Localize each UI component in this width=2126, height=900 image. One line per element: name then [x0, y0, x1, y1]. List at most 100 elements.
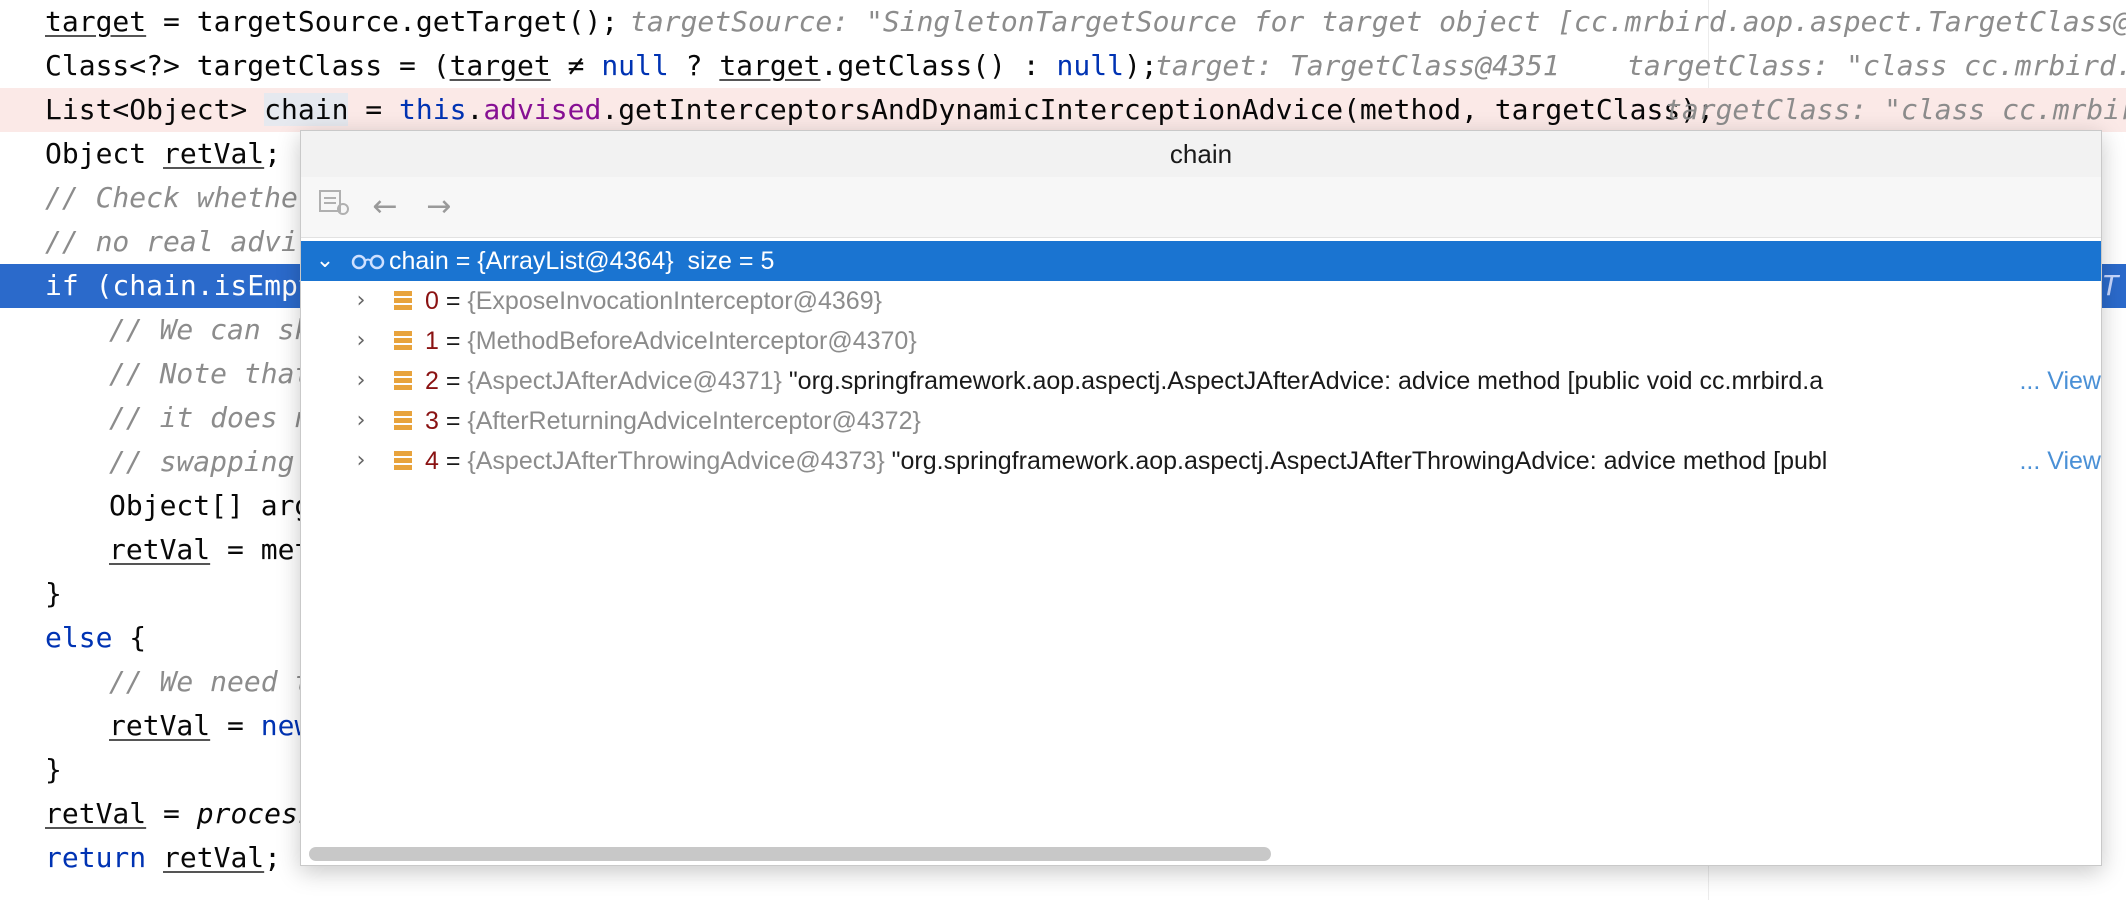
- field-icon: [394, 411, 412, 430]
- code-token: retVal: [163, 137, 265, 170]
- code-line[interactable]: }: [0, 748, 2126, 792]
- item-equals: =: [438, 327, 468, 355]
- code-token: return: [45, 841, 147, 874]
- inspect-popup[interactable]: chain ← → ⌄ chain = {ArrayList@4364} siz…: [300, 130, 2102, 866]
- code-token: chain: [264, 93, 349, 126]
- code-line[interactable]: Object[] arg: [0, 484, 2126, 528]
- tree-row-item[interactable]: › 0 = {ExposeInvocationInterceptor@4369}: [301, 281, 2101, 321]
- code-text: }: [0, 577, 62, 610]
- code-token: target: [449, 49, 551, 82]
- code-text: // We need t: [0, 665, 311, 698]
- code-text: // swapping: [0, 445, 294, 478]
- chevron-right-icon[interactable]: ›: [356, 288, 366, 313]
- code-token: =: [210, 709, 261, 742]
- code-token: .getInterceptorsAndDynamicInterceptionAd…: [601, 93, 1714, 126]
- code-line[interactable]: target = targetSource.getTarget(); target…: [0, 0, 2126, 44]
- variables-tree[interactable]: ⌄ chain = {ArrayList@4364} size = 5 › 0 =…: [301, 239, 2101, 839]
- view-link[interactable]: ... View: [2013, 441, 2101, 481]
- code-token: }: [45, 577, 62, 610]
- tree-row-item[interactable]: › 1 = {MethodBeforeAdviceInterceptor@4370…: [301, 321, 2101, 361]
- code-token: ;: [264, 841, 282, 874]
- code-text: // We can sk: [0, 313, 311, 346]
- code-line[interactable]: Class<?> targetClass = (target ≠ null ? …: [0, 44, 2126, 88]
- code-text: retVal = met: [0, 533, 311, 566]
- code-line[interactable]: return retVal;: [0, 836, 2126, 880]
- code-token: ?: [668, 49, 720, 82]
- item-reference: {AfterReturningAdviceInterceptor@4372}: [467, 407, 921, 435]
- code-token: // We need t: [109, 665, 312, 698]
- code-line[interactable]: else {: [0, 616, 2126, 660]
- code-line[interactable]: Object retVal;: [0, 132, 2126, 176]
- item-equals: =: [438, 287, 468, 315]
- code-text: // Check whether: [0, 181, 315, 214]
- code-line[interactable]: // Check whether: [0, 176, 2126, 220]
- code-token: // swapping: [109, 445, 295, 478]
- item-reference: {ExposeInvocationInterceptor@4369}: [467, 287, 882, 315]
- tree-row-root[interactable]: ⌄ chain = {ArrayList@4364} size = 5: [301, 241, 2101, 281]
- code-line[interactable]: // We need t: [0, 660, 2126, 704]
- object-glasses-icon: [351, 254, 385, 270]
- code-token: (chain.isEmpt: [78, 269, 315, 302]
- code-token: }: [45, 753, 62, 786]
- code-token: Class<?> targetClass = (: [45, 49, 450, 82]
- inline-debug-hint: target: TargetClass@4351 targetClass: "c…: [1155, 49, 2126, 82]
- code-token: );: [1123, 49, 1158, 82]
- code-line[interactable]: // it does n: [0, 396, 2126, 440]
- code-token: = met: [210, 533, 312, 566]
- tree-row-item[interactable]: › 2 = {AspectJAfterAdvice@4371} "org.spri…: [301, 361, 2101, 401]
- item-label: 0 = {ExposeInvocationInterceptor@4369}: [425, 281, 882, 321]
- code-token: [146, 841, 163, 874]
- forward-arrow-icon[interactable]: →: [426, 189, 452, 224]
- field-icon: [394, 291, 412, 310]
- code-text: // no real advic: [0, 225, 315, 258]
- code-token: List<Object>: [45, 93, 265, 126]
- code-token: if: [45, 269, 79, 302]
- code-line[interactable]: retVal = met: [0, 528, 2126, 572]
- code-line[interactable]: }: [0, 572, 2126, 616]
- item-label: 1 = {MethodBeforeAdviceInterceptor@4370}: [425, 321, 917, 361]
- code-token: = targetSource.getTarget();: [146, 5, 619, 38]
- code-token: retVal: [45, 797, 147, 830]
- code-token: target: [719, 49, 821, 82]
- tree-row-item[interactable]: ›4 = {AspectJAfterThrowingAdvice@4373} "…: [301, 441, 2101, 481]
- item-equals: =: [438, 407, 468, 435]
- chevron-right-icon[interactable]: ›: [356, 368, 366, 393]
- item-reference: {MethodBeforeAdviceInterceptor@4370}: [467, 327, 917, 355]
- item-index: 4: [425, 447, 439, 475]
- code-token: null: [1056, 49, 1124, 82]
- horizontal-scrollbar[interactable]: [301, 837, 2101, 865]
- code-token: null: [601, 49, 669, 82]
- code-token: // Check whether: [45, 181, 315, 214]
- code-token: =: [146, 797, 197, 830]
- popup-toolbar: ← →: [301, 177, 2101, 238]
- item-index: 1: [425, 327, 439, 355]
- root-label: chain = {ArrayList@4364} size = 5: [389, 247, 775, 275]
- chevron-down-icon[interactable]: ⌄: [315, 248, 335, 273]
- code-token: target: [45, 5, 147, 38]
- code-token: // Note that: [109, 357, 312, 390]
- chevron-right-icon[interactable]: ›: [356, 328, 366, 353]
- back-arrow-icon[interactable]: ←: [372, 189, 398, 224]
- view-link[interactable]: ... View: [2013, 361, 2101, 401]
- code-text: if (chain.isEmpt: [0, 269, 315, 302]
- field-icon: [394, 451, 412, 470]
- item-index: 2: [425, 367, 439, 395]
- code-token: retVal: [163, 841, 265, 874]
- code-line[interactable]: // swapping: [0, 440, 2126, 484]
- code-token: Object: [45, 137, 164, 170]
- show-object-icon[interactable]: [315, 187, 355, 227]
- code-token: .getClass() :: [820, 49, 1057, 82]
- code-line[interactable]: List<Object> chain = this.advised.getInt…: [0, 88, 2126, 132]
- chevron-right-icon[interactable]: ›: [356, 408, 366, 433]
- code-token: advised: [483, 93, 602, 126]
- code-token: // no real advic: [45, 225, 315, 258]
- code-token: retVal: [109, 533, 211, 566]
- scrollbar-thumb[interactable]: [309, 847, 1271, 861]
- code-token: this: [399, 93, 467, 126]
- code-line[interactable]: retVal = process: [0, 792, 2126, 836]
- chevron-right-icon[interactable]: ›: [356, 448, 366, 473]
- inline-debug-hint: targetSource: "SingletonTargetSource for…: [630, 5, 2126, 38]
- tree-row-item[interactable]: ›3 = {AfterReturningAdviceInterceptor@43…: [301, 401, 2101, 441]
- item-label: 2 = {AspectJAfterAdvice@4371} "org.sprin…: [425, 361, 1823, 401]
- item-equals: =: [438, 447, 468, 475]
